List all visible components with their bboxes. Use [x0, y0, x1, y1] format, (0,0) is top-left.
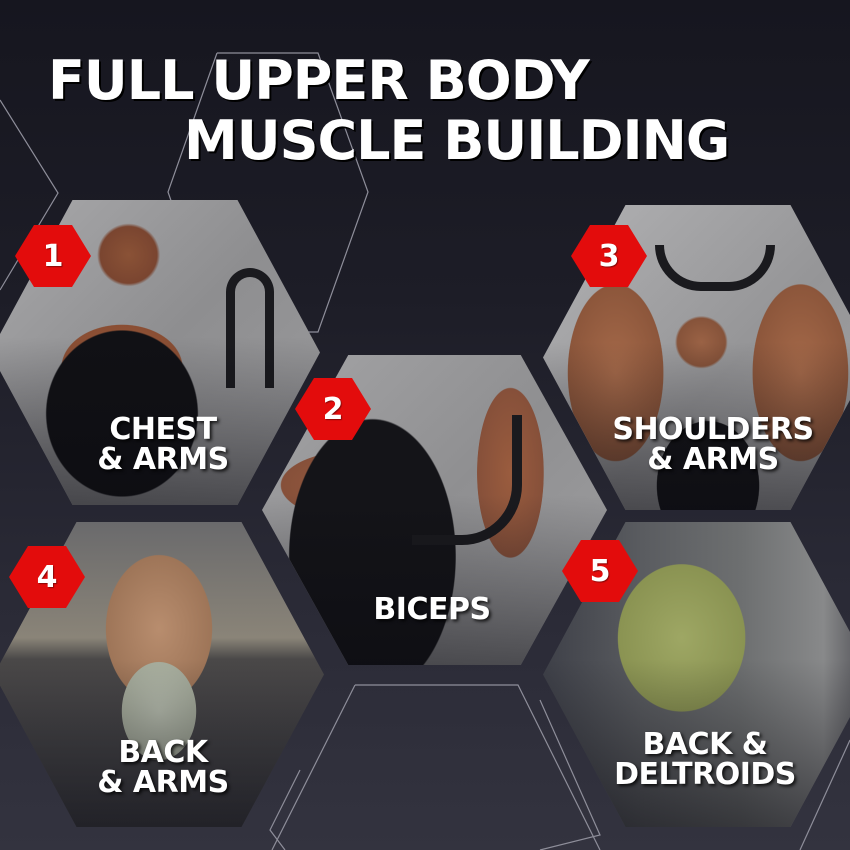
headline-line-1: FULL UPPER BODY: [48, 49, 590, 112]
exercise-label-3: SHOULDERS & ARMS: [612, 412, 814, 477]
number-badge-3: 3: [571, 225, 647, 287]
exercise-label-1: CHEST & ARMS: [97, 412, 229, 477]
headline-line-2: MUSCLE BUILDING: [184, 109, 730, 172]
spring-bar-icon: [226, 268, 274, 388]
exercise-label-5: BACK & DELTROIDS: [614, 727, 796, 792]
number-badge-5: 5: [562, 540, 638, 602]
exercise-label-4: BACK & ARMS: [97, 735, 229, 800]
exercise-label-2: BICEPS: [373, 592, 491, 627]
